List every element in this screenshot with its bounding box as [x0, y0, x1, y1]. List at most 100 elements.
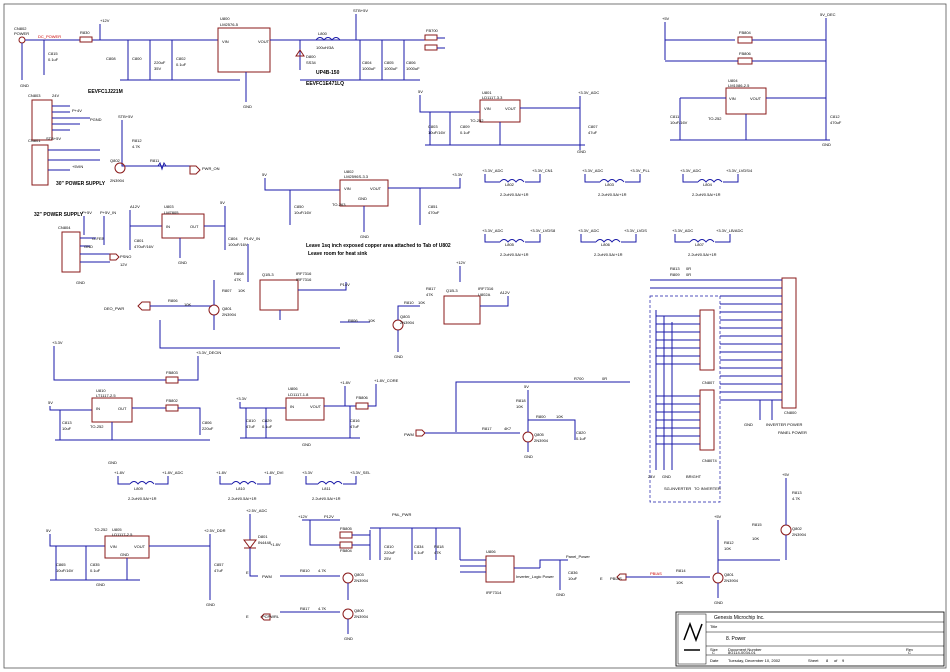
svg-text:Title: Title — [710, 624, 718, 629]
svg-text:GND: GND — [358, 196, 367, 201]
svg-text:U806: U806 — [486, 549, 496, 554]
svg-text:24V: 24V — [648, 474, 655, 479]
svg-text:L807: L807 — [695, 242, 705, 247]
svg-text:L803: L803 — [605, 182, 615, 187]
svg-text:FB804: FB804 — [340, 548, 353, 553]
u802-regulator: 5V U802 LM2596S-3.3 VIN VOUT GND +3.3V C… — [262, 169, 463, 257]
svg-text:C810: C810 — [246, 418, 256, 423]
svg-text:GND: GND — [302, 442, 311, 447]
svg-text:1000uF: 1000uF — [362, 66, 376, 71]
svg-text:VOUT: VOUT — [310, 404, 322, 409]
svg-text:UP4B-150: UP4B-150 — [316, 70, 340, 76]
svg-text:C829: C829 — [262, 418, 272, 423]
svg-text:0.1uF: 0.1uF — [176, 62, 187, 67]
inverter-connectors: CN807 CN8074 24V GND BRIGHT SG-INVERTER … — [648, 295, 721, 503]
svg-text:U810: U810 — [96, 388, 106, 393]
svg-text:P+5V_IN: P+5V_IN — [100, 210, 116, 215]
svg-text:POWER: POWER — [14, 31, 29, 36]
svg-text:4.7K: 4.7K — [318, 568, 327, 573]
svg-text:220uF: 220uF — [202, 426, 214, 431]
svg-text:E: E — [600, 576, 603, 581]
svg-text:IN4448: IN4448 — [258, 540, 272, 545]
svg-text:30" POWER SUPPLY: 30" POWER SUPPLY — [56, 181, 106, 187]
svg-text:Size: Size — [710, 647, 719, 652]
cn803-connector: CN803 24V P+4V PGND CN801 STB+5V +5VIN 3… — [28, 93, 106, 218]
svg-text:LM2596S-3.3: LM2596S-3.3 — [344, 174, 369, 179]
u805-regulator: 5V TO-252 U805 LD1117-2.5 VIN VOUT GND +… — [46, 527, 226, 607]
svg-text:+3.3V_ADC: +3.3V_ADC — [672, 228, 693, 233]
svg-text:47K: 47K — [434, 550, 441, 555]
svg-text:GND: GND — [662, 474, 671, 479]
svg-text:TO-263: TO-263 — [332, 202, 346, 207]
svg-text:P+5V: P+5V — [82, 210, 92, 215]
svg-text:C820: C820 — [576, 430, 586, 435]
svg-text:U805: U805 — [112, 527, 122, 532]
svg-text:LM1086-2.5: LM1086-2.5 — [728, 83, 750, 88]
svg-text:C807: C807 — [588, 124, 598, 129]
svg-text:IN: IN — [166, 224, 170, 229]
svg-text:10K: 10K — [724, 546, 731, 551]
svg-text:2.2uH/0.5A/+1R: 2.2uH/0.5A/+1R — [228, 496, 257, 501]
svg-text:5V: 5V — [524, 384, 529, 389]
svg-text:47uF: 47uF — [214, 568, 224, 573]
svg-text:R806: R806 — [168, 298, 178, 303]
svg-text:R813: R813 — [792, 490, 802, 495]
svg-text:LD1117-2.5: LD1117-2.5 — [112, 532, 133, 537]
u803-regulator: A12V U803 LM7805 IN OUT 5V C801 470uF/16… — [129, 200, 248, 265]
svg-text:LD1117-3.3: LD1117-3.3 — [482, 95, 503, 100]
svg-text:+3.3V: +3.3V — [52, 340, 63, 345]
svg-text:+3.3V_PLL: +3.3V_PLL — [630, 168, 651, 173]
svg-text:D800: D800 — [306, 54, 316, 59]
svg-text:9: 9 — [842, 658, 845, 663]
svg-text:C810: C810 — [384, 544, 394, 549]
svg-text:EEVFC1J221M: EEVFC1J221M — [88, 89, 123, 95]
svg-text:VOUT: VOUT — [258, 39, 270, 44]
svg-text:Document Number: Document Number — [728, 647, 762, 652]
company-name: Genesis Microchip Inc. — [714, 615, 765, 621]
svg-text:L804: L804 — [703, 182, 713, 187]
svg-text:47uF: 47uF — [246, 424, 256, 429]
svg-text:4.7K: 4.7K — [318, 606, 327, 611]
svg-text:10uF: 10uF — [62, 426, 72, 431]
svg-text:Q802: Q802 — [110, 158, 121, 163]
svg-text:DEO_PWR: DEO_PWR — [104, 306, 124, 311]
svg-text:C850: C850 — [294, 204, 304, 209]
svg-text:2.2uH/0.5A/+1R: 2.2uH/0.5A/+1R — [500, 192, 529, 197]
svg-text:Panel_Power: Panel_Power — [566, 554, 590, 559]
svg-text:5V: 5V — [220, 200, 225, 205]
svg-text:35V: 35V — [154, 66, 161, 71]
svg-text:R812: R812 — [724, 540, 734, 545]
inductor-l802: +3.3V_ADC +3.3V_CN1 L802 2.2uH/0.5A/+1R — [482, 168, 554, 197]
svg-text:GND: GND — [394, 354, 403, 359]
svg-text:CN801: CN801 — [28, 138, 41, 143]
svg-text:2.2uH/0.5A/+1R: 2.2uH/0.5A/+1R — [312, 496, 341, 501]
svg-text:OUT: OUT — [190, 224, 199, 229]
svg-text:C835: C835 — [90, 562, 100, 567]
svg-text:R830: R830 — [80, 30, 90, 35]
svg-text:SG-INVERTER: SG-INVERTER — [664, 486, 691, 491]
svg-text:FB806: FB806 — [356, 395, 369, 400]
svg-text:Rev: Rev — [906, 647, 913, 652]
svg-text:+1.8V: +1.8V — [216, 470, 227, 475]
u801-regulator: 5V U801 LD1117-3.3 VIN VOUT +3.3V_ADC C8… — [418, 89, 599, 154]
svg-text:U806: U806 — [288, 386, 298, 391]
svg-text:24V: 24V — [52, 93, 59, 98]
sheet-border — [3, 3, 947, 669]
svg-text:IRF7316: IRF7316 — [296, 271, 312, 276]
d801-diode: +2.5V_ADC D801 IN4448 E PWM +1.8V — [243, 508, 281, 579]
pwm-section: PWM R817 4K7 Q805 2N3904 5V R818 10K GND… — [404, 376, 630, 459]
svg-text:+3.3V: +3.3V — [302, 470, 313, 475]
svg-text:L802: L802 — [505, 182, 515, 187]
svg-text:4.7K: 4.7K — [132, 144, 141, 149]
svg-text:IRF7314: IRF7314 — [486, 590, 502, 595]
svg-text:GND: GND — [744, 422, 753, 427]
inductor-l805: +3.3V_ADC +3.3V_LVDS8 L805 2.2uH/0.5A/+1… — [482, 228, 556, 257]
svg-text:P14V_IN: P14V_IN — [244, 236, 260, 241]
svg-text:5V: 5V — [418, 89, 423, 94]
svg-text:+12V: +12V — [456, 260, 466, 265]
svg-text:C804: C804 — [362, 60, 372, 65]
svg-text:C816: C816 — [350, 418, 360, 423]
svg-text:Q802: Q802 — [792, 526, 803, 531]
svg-text:BRIGHT: BRIGHT — [686, 474, 702, 479]
svg-text:U800: U800 — [220, 16, 230, 21]
